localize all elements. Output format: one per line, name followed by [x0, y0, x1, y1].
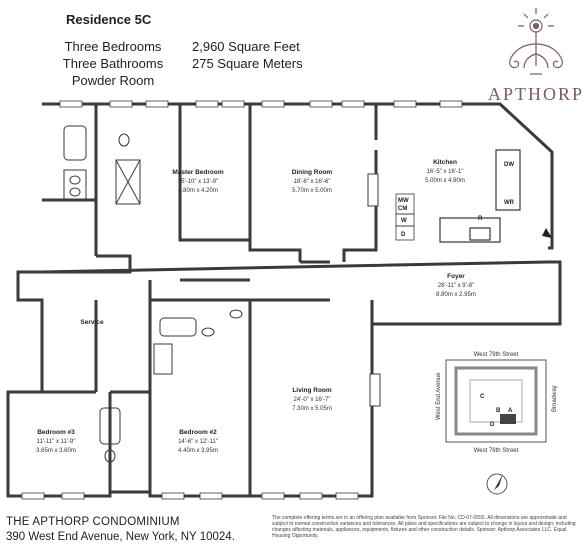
windows-top — [21, 100, 463, 500]
kitchen-counters — [439, 149, 521, 243]
master-bedroom-dim-metric: 4.80m x 4.20m — [178, 188, 218, 194]
apthorp-crest-logo — [509, 8, 563, 75]
key-wing-c: C — [480, 394, 485, 400]
kitchen-dim-imperial: 16'-5" x 16'-1" — [427, 169, 464, 175]
key-plan — [445, 359, 547, 443]
footer-address: 390 West End Avenue, New York, NY 10024. — [6, 531, 235, 543]
living-room-label: Living Room — [292, 387, 332, 394]
key-plan-south-street: West 78th Street — [474, 448, 519, 454]
key-plan-east-avenue: Broadway — [552, 385, 558, 412]
compass-icon — [486, 473, 508, 495]
washer-label: W — [401, 218, 407, 224]
unit-highlight — [500, 414, 516, 424]
area-sqft: 2,960 Square Feet — [192, 39, 300, 54]
kitchen-label: Kitchen — [433, 159, 457, 166]
bath-fixtures — [63, 125, 243, 463]
residence-title: Residence 5C — [66, 12, 152, 27]
master-bedroom-dim-imperial: 15'-10" x 13'-9" — [178, 179, 218, 185]
dryer-label: D — [401, 232, 406, 238]
living-room-dim-metric: 7.30m x 5.05m — [292, 406, 332, 412]
bedroom3-dim-metric: 3.65m x 3.60m — [36, 448, 76, 454]
interior-walls — [8, 104, 378, 496]
dining-room-dim-imperial: 18'-8" x 16'-6" — [294, 179, 331, 185]
dining-room-dim-metric: 5.70m x 5.00m — [292, 188, 332, 194]
foyer-dim-metric: 8.80m x 2.95m — [436, 292, 476, 298]
apthorp-wordmark: APTHORP — [488, 84, 585, 104]
service-label: Service — [80, 319, 104, 326]
area-summary: 2,960 Square Feet 275 Square Meters — [192, 38, 303, 72]
area-sqm: 275 Square Meters — [192, 56, 303, 71]
kitchen-dim-metric: 5.00m x 4.90m — [425, 178, 465, 184]
living-room-dim-imperial: 24'-0" x 16'-7" — [294, 397, 331, 403]
foyer-dim-imperial: 28'-11" x 9'-8" — [438, 283, 474, 289]
dining-room-label: Dining Room — [292, 169, 333, 176]
master-bedroom-label: Master Bedroom — [172, 169, 224, 176]
bedroom2-dim-metric: 4.40m x 3.95m — [178, 448, 218, 454]
legal-disclaimer: The complete offering terms are in an of… — [272, 515, 576, 539]
powder-room: Powder Room — [71, 73, 155, 88]
bedroom3-label: Bedroom #3 — [37, 429, 75, 436]
key-wing-b: B — [496, 408, 501, 414]
fireplaces — [367, 173, 381, 407]
appliance-column — [395, 193, 415, 241]
bedroom3-dim-imperial: 11'-11" x 11'-9" — [37, 439, 76, 445]
bedroom2-label: Bedroom #2 — [179, 429, 217, 436]
entry-arrow-icon — [542, 228, 552, 238]
footer-title: THE APTHORP CONDOMINIUM — [6, 516, 180, 528]
bedroom2-dim-imperial: 14'-6" x 12'-11" — [178, 439, 218, 445]
wine-refrigerator-label: WR — [504, 200, 515, 206]
refrigerator-label: R — [478, 216, 483, 222]
coffee-maker-label: CM — [398, 206, 407, 212]
room-summary: Three Bedrooms Three Bathrooms Powder Ro… — [58, 38, 168, 89]
key-plan-west-avenue: West End Avenue — [436, 372, 442, 420]
dishwasher-label: DW — [504, 162, 514, 168]
key-wing-d: D — [490, 422, 495, 428]
microwave-label: MW — [398, 198, 409, 204]
bedroom-count: Three Bedrooms — [64, 39, 162, 54]
key-plan-north-street: West 79th Street — [474, 352, 519, 358]
bathroom-count: Three Bathrooms — [62, 56, 164, 71]
foyer-label: Foyer — [447, 273, 465, 280]
key-wing-a: A — [508, 408, 513, 414]
